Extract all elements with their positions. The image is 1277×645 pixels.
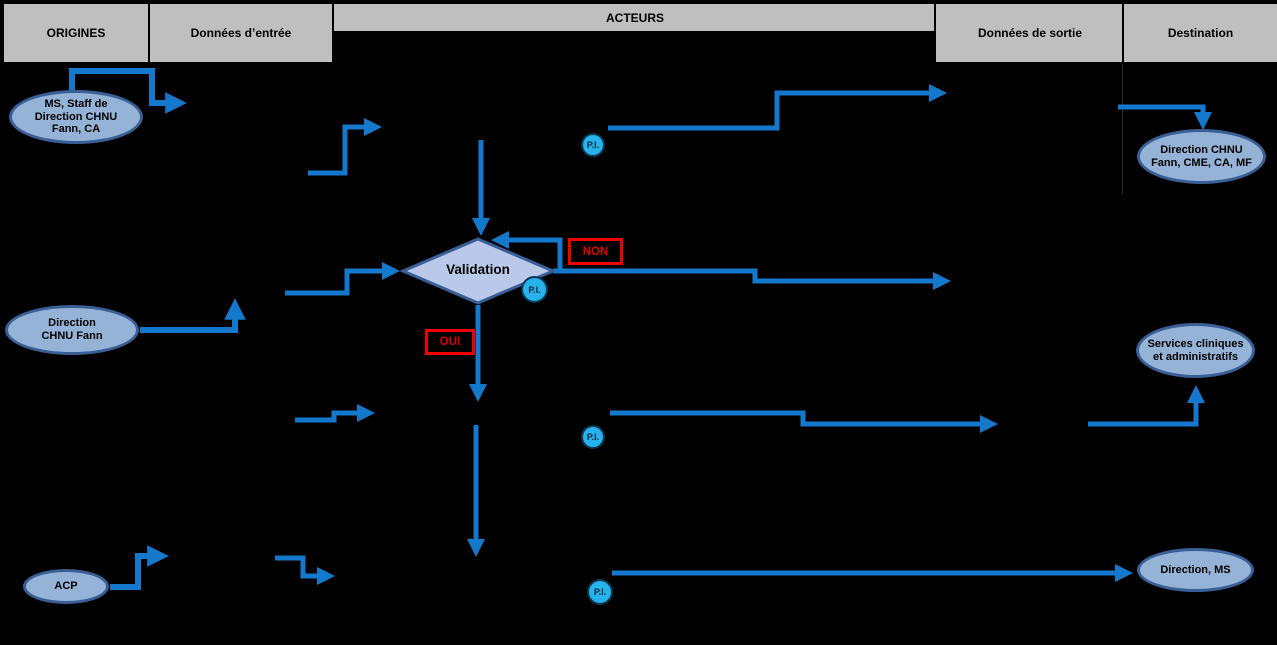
header-destination: Destination [1122,2,1277,64]
header-destination-label: Destination [1167,26,1234,40]
arrow-input2-to-validation [285,262,400,296]
pi-badge-2-label: P.I. [528,284,541,295]
header-donnees-entree: Données d’entrée [148,2,334,64]
non-badge-label: NON [582,245,609,258]
pi-badge-2: P.I. [521,276,548,303]
pi-badge-4-label: P.I. [593,587,607,597]
arrow-input1-to-activity [308,118,382,176]
decision-label: Validation [446,262,510,277]
pi-badge-3: P.I. [581,425,605,449]
node-dest-direction-cme-label: Direction CHNU Fann, CME, CA, MF [1151,143,1252,169]
arrow-input-row3-to-activity [295,404,375,423]
header-acteurs: ACTEURS [332,2,938,33]
header-donnees-entree-label: Données d’entrée [190,26,292,40]
node-origin-direction-chnu: Direction CHNU Fann [5,305,139,355]
pi-badge-1: P.I. [581,133,605,157]
node-dest-direction-ms: Direction, MS [1137,548,1254,592]
node-origin-direction-chnu-label: Direction CHNU Fann [41,317,103,342]
node-dest-direction-ms-label: Direction, MS [1160,563,1231,576]
arrow-input3-to-activity [275,555,335,585]
header-origines: ORIGINES [2,2,150,64]
node-dest-services: Services cliniques et administratifs [1136,323,1255,378]
node-origin-acp-label: ACP [54,580,78,593]
node-dest-services-label: Services cliniques et administratifs [1147,337,1244,363]
header-donnees-sortie: Données de sortie [934,2,1126,64]
header-donnees-sortie-label: Données de sortie [977,26,1083,40]
header-acteurs-label: ACTEURS [605,10,664,25]
pi-badge-3-label: P.I. [586,432,600,442]
header-origines-label: ORIGINES [46,26,106,40]
pi-badge-1-label: P.I. [586,140,600,150]
arrow-output-to-direction-cme [1118,104,1212,130]
arrow-output-to-services [1088,385,1205,427]
arrow-validation-to-output [553,268,951,290]
arrow-pi3-to-output [610,410,998,433]
node-origin-ms-staff: MS, Staff de Direction CHNU Fann, CA [9,90,143,144]
arrow-origin3-to-input [110,545,169,590]
node-dest-direction-cme: Direction CHNU Fann, CME, CA, MF [1137,129,1266,184]
node-origin-acp: ACP [23,569,109,604]
arrow-pi1-to-output [608,84,947,131]
column-divider [1122,64,1123,194]
node-origin-ms-staff-label: MS, Staff de Direction CHNU Fann, CA [34,97,118,136]
pi-badge-4: P.I. [587,579,613,605]
non-badge: NON [568,238,623,265]
oui-badge-label: OUI [439,336,461,348]
arrow-origin2-to-input [140,298,246,333]
oui-badge: OUI [425,329,475,355]
